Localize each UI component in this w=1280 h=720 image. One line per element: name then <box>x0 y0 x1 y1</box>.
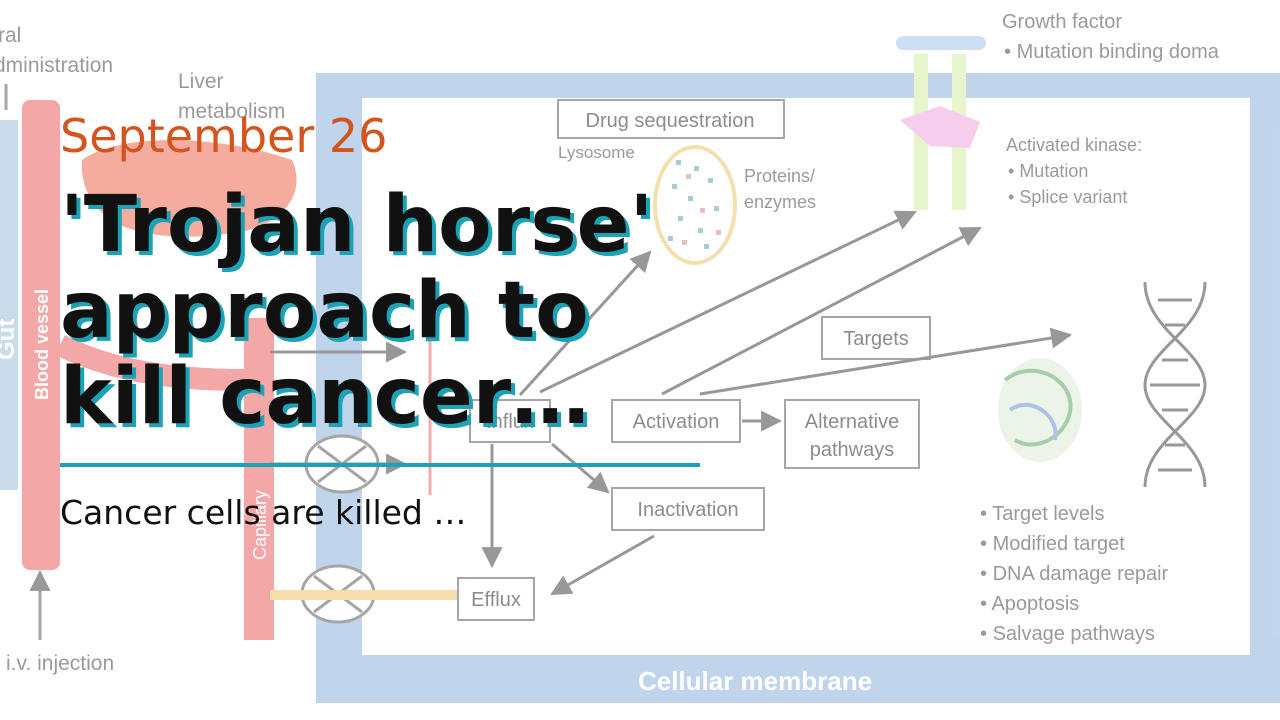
post-date: September 26 <box>60 109 388 163</box>
protein-structure-icon <box>998 358 1082 462</box>
post-title[interactable]: 'Trojan horse' approach to kill cancer… <box>60 180 654 442</box>
activation-box <box>611 399 741 443</box>
drug-sequestration-box <box>557 99 785 139</box>
svg-text:Targets: Targets <box>843 328 909 350</box>
blood-vessel-label: Blood vessel <box>32 289 52 400</box>
mutation-binding-label: • Mutation binding doma <box>1004 41 1220 63</box>
svg-text:Influx: Influx <box>486 411 534 433</box>
kinase-item-2: • Splice variant <box>1008 187 1127 207</box>
dna-helix-icon <box>1143 281 1207 488</box>
svg-text:Drug sequestration: Drug sequestration <box>586 110 755 132</box>
svg-text:Inactivation: Inactivation <box>637 499 738 521</box>
influx-box <box>469 399 551 443</box>
membrane-label: Cellular membrane <box>638 666 872 696</box>
target-item-3: • DNA damage repair <box>980 563 1169 585</box>
lysosome <box>653 145 737 265</box>
capillary <box>244 318 274 640</box>
targets-box <box>821 316 931 360</box>
capillary-label: Capillary <box>250 490 270 560</box>
efflux-box <box>457 577 535 621</box>
post-excerpt: Cancer cells are killed … <box>60 493 467 532</box>
title-underline <box>60 463 700 467</box>
target-item-2: • Modified target <box>980 533 1125 555</box>
svg-text:Activation: Activation <box>633 411 720 433</box>
svg-text:Efflux: Efflux <box>471 589 521 611</box>
gut <box>0 120 18 490</box>
inactivation-box <box>611 487 765 531</box>
target-item-4: • Apoptosis <box>980 593 1079 615</box>
activated-kinase-label: Activated kinase: <box>1006 135 1142 155</box>
growth-factor-label: Growth factor <box>1002 11 1122 33</box>
efflux-arrow-band <box>270 590 460 600</box>
kinase-item-1: • Mutation <box>1008 161 1088 181</box>
blood-vessel <box>22 100 60 570</box>
alternative-box <box>784 399 920 469</box>
iv-label: i.v. injection <box>6 652 114 675</box>
target-item-5: • Salvage pathways <box>980 623 1155 645</box>
post-overlay: September 26 'Trojan horse' approach to … <box>60 108 720 440</box>
liver <box>81 140 297 237</box>
target-item-1: • Target levels <box>980 503 1104 525</box>
vessel-connector <box>55 335 245 391</box>
gut-label: Gut <box>0 319 20 360</box>
lysosome-label: Lysosome <box>558 143 635 162</box>
